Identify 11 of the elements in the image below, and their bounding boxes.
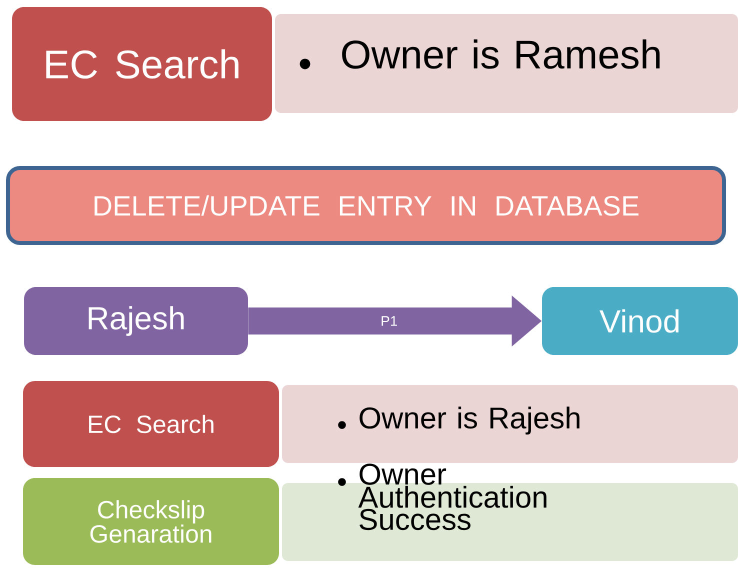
edge-label: P1 bbox=[382, 316, 398, 326]
node-label: Owner bbox=[360, 464, 446, 485]
person-box: Rajesh bbox=[24, 287, 248, 355]
step-box: EC Search bbox=[23, 381, 279, 467]
bullet-panel: Owner is Rajesh bbox=[282, 385, 738, 463]
bullet-panel: Owner Authentication Success bbox=[282, 464, 738, 561]
banner-box: DELETE/UPDATE ENTRY IN DATABASE bbox=[6, 166, 726, 245]
step-box: Checkslip Genaration bbox=[23, 478, 279, 565]
step-box: EC Search bbox=[12, 7, 272, 121]
person-box: Vinod bbox=[542, 287, 738, 355]
bullet-panel: Owner is Ramesh bbox=[275, 14, 738, 113]
